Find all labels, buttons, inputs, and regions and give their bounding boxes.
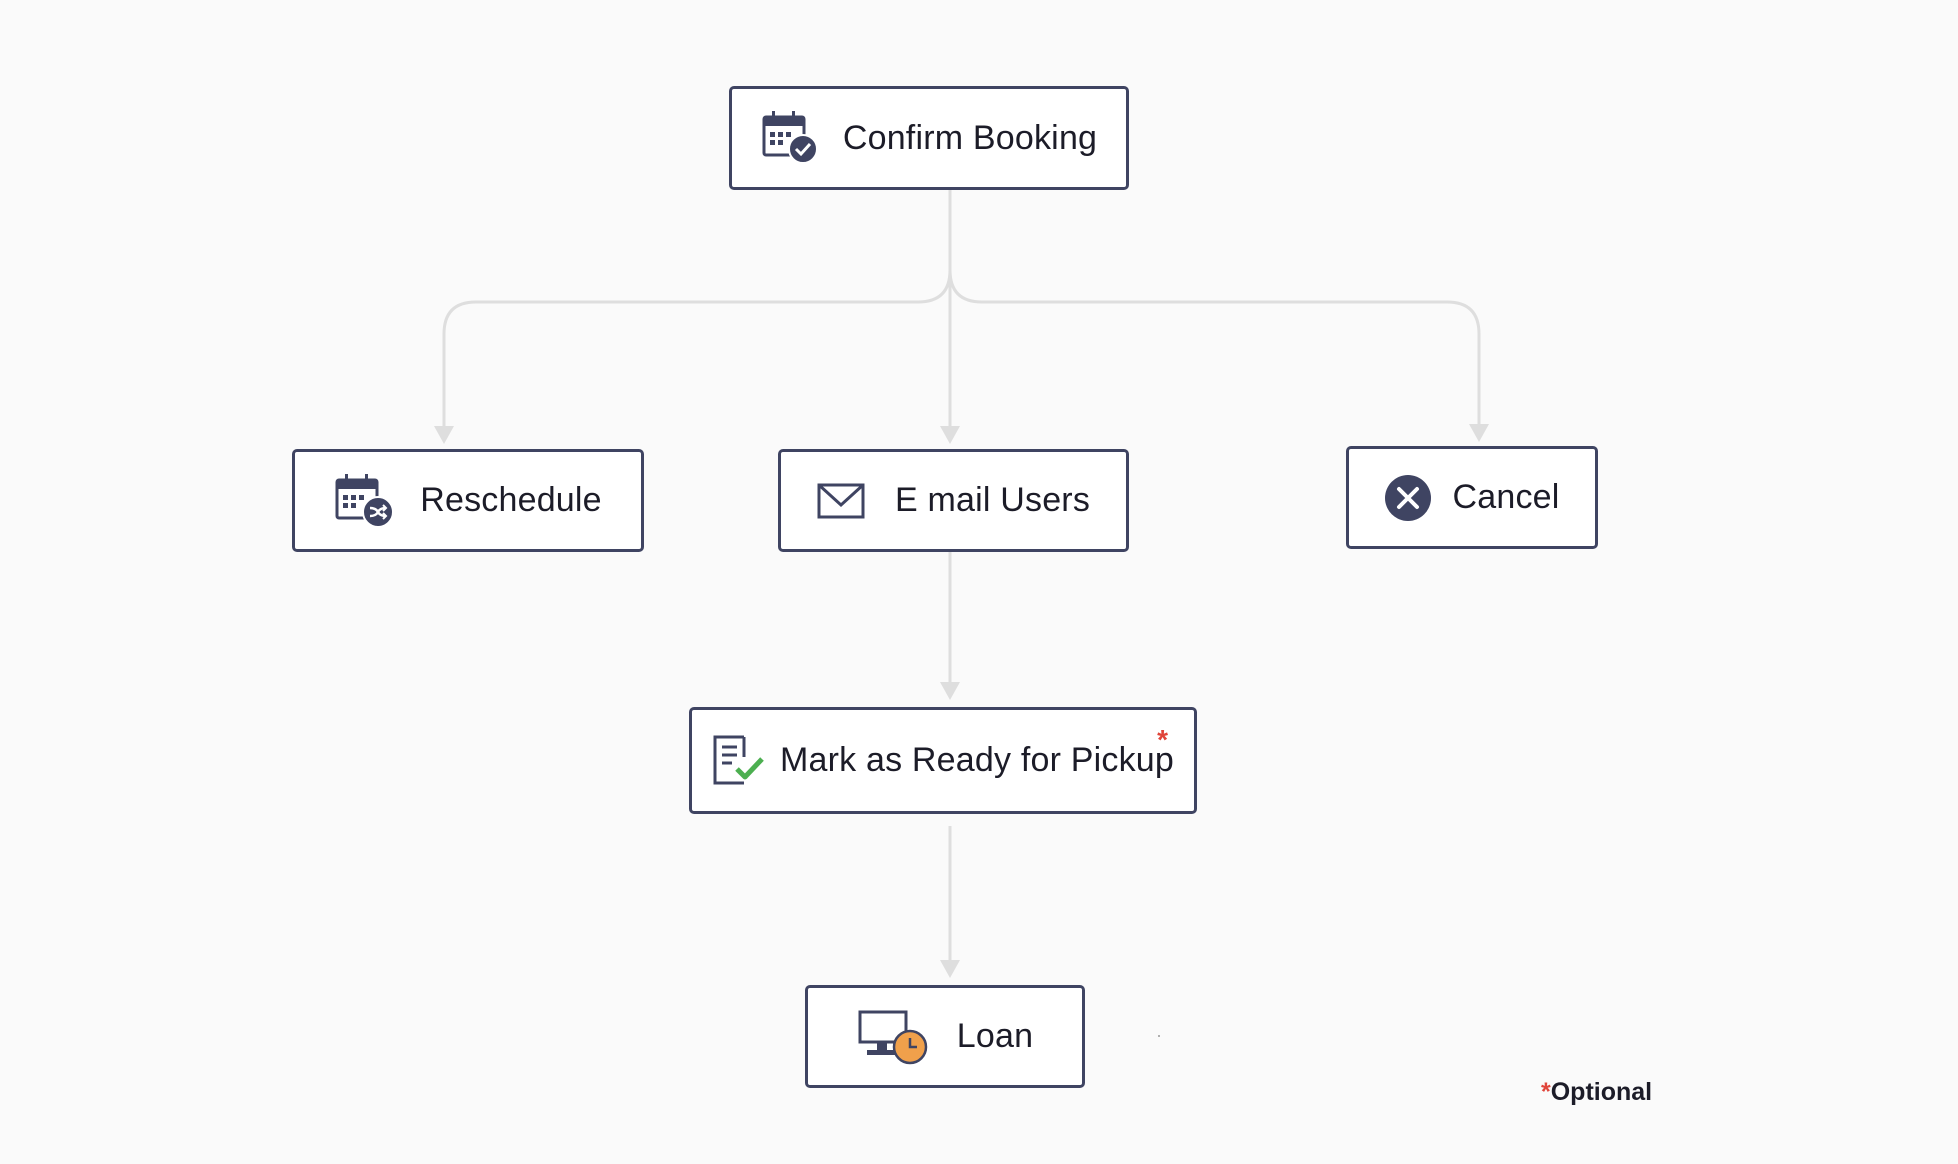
- arrowhead-pickup: [940, 682, 960, 700]
- calendar-shuffle-icon: [334, 472, 398, 530]
- node-mark-ready-for-pickup-label: Mark as Ready for Pickup: [779, 741, 1175, 779]
- connector-confirm-to-reschedule: [442, 269, 952, 432]
- node-reschedule[interactable]: Reschedule: [292, 449, 644, 552]
- optional-marker: *: [1157, 724, 1168, 755]
- cancel-circle-icon: [1384, 474, 1432, 522]
- node-mark-ready-for-pickup[interactable]: Mark as Ready for Pickup *: [689, 707, 1197, 814]
- node-confirm-booking-label: Confirm Booking: [842, 118, 1098, 157]
- node-confirm-booking[interactable]: Confirm Booking: [729, 86, 1129, 190]
- legend-marker: *: [1541, 1078, 1551, 1106]
- legend-optional: *Optional: [1541, 1078, 1652, 1107]
- monitor-clock-icon: [857, 1009, 929, 1065]
- node-cancel[interactable]: Cancel: [1346, 446, 1598, 549]
- legend-text: Optional: [1550, 1078, 1653, 1106]
- calendar-check-icon: [761, 109, 821, 167]
- envelope-icon: [817, 483, 865, 519]
- node-reschedule-label: Reschedule: [420, 481, 602, 519]
- arrowhead-email: [940, 426, 960, 444]
- stray-dot: [1158, 1035, 1160, 1037]
- node-loan[interactable]: Loan: [805, 985, 1085, 1088]
- arrowhead-loan: [940, 960, 960, 978]
- node-cancel-label: Cancel: [1452, 478, 1560, 516]
- connector-confirm-to-cancel: [948, 269, 1481, 432]
- node-email-users[interactable]: E mail Users: [778, 449, 1129, 552]
- node-email-users-label: E mail Users: [894, 481, 1091, 519]
- checklist-icon: [712, 735, 766, 787]
- arrowhead-cancel: [1469, 424, 1489, 442]
- arrowhead-reschedule: [434, 426, 454, 444]
- node-loan-label: Loan: [956, 1017, 1034, 1055]
